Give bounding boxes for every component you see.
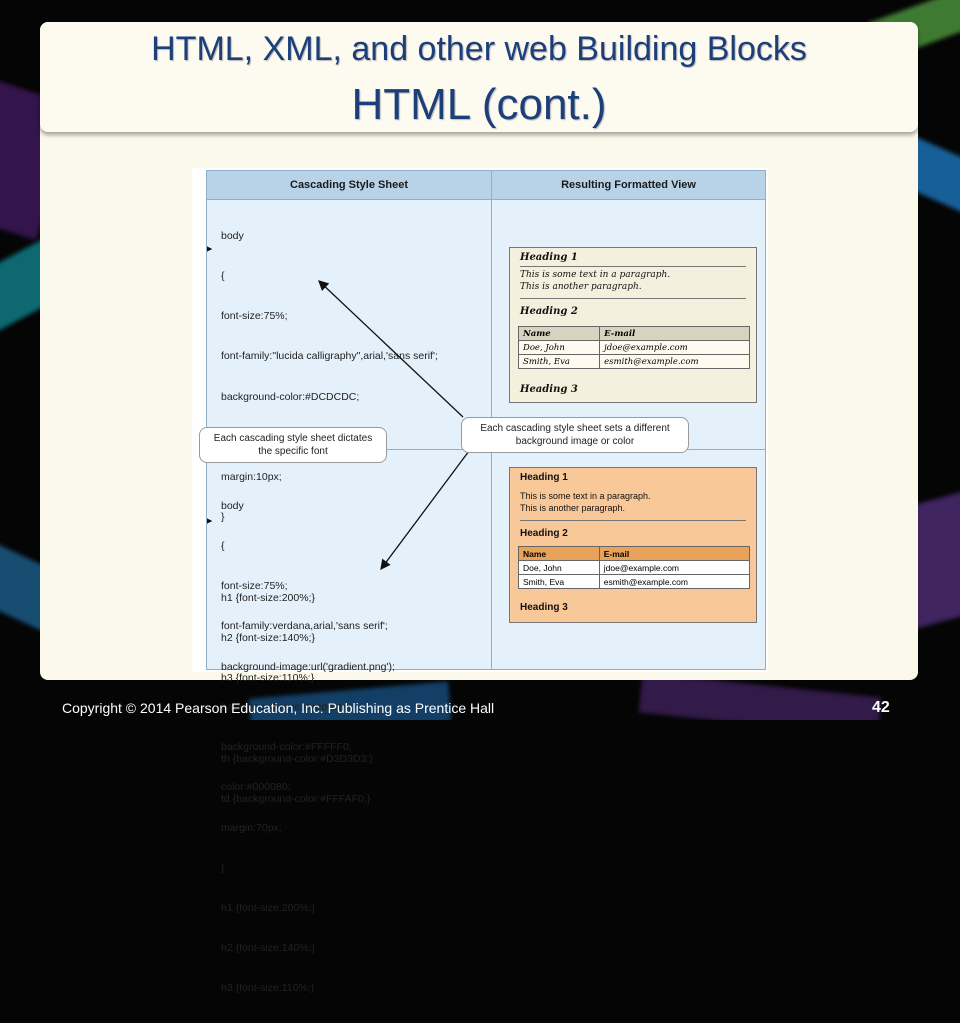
table-header-name: Name (518, 546, 600, 561)
callout-background: Each cascading style sheet sets a differ… (461, 417, 689, 453)
table-header-email: E-mail (599, 326, 750, 341)
code-line: } (221, 861, 225, 874)
title-box: HTML, XML, and other web Building Blocks… (40, 22, 918, 132)
callout-font: Each cascading style sheet dictates the … (199, 427, 387, 463)
page-number: 42 (872, 699, 890, 716)
view-heading-2: Heading 2 (520, 528, 568, 539)
view-paragraph-2: This is another paragraph. (520, 282, 642, 292)
code-line: body (221, 229, 244, 242)
code-line: h2 {font-size:140%;} (221, 632, 315, 644)
code-line: h1 {font-size:200%;} (221, 591, 315, 604)
code-line: background-color:#FFFFF0; (221, 741, 352, 754)
copyright-footer: Copyright © 2014 Pearson Education, Inc.… (62, 700, 495, 716)
slide-title: HTML, XML, and other web Building Blocks (151, 30, 807, 68)
formatted-view-1: Heading 1 This is some text in a paragra… (509, 247, 757, 403)
code-line: { (221, 270, 225, 283)
view-heading-3: Heading 3 (520, 602, 568, 613)
table-header-name: Name (517, 326, 601, 341)
formatted-view-2: Heading 1 This is some text in a paragra… (509, 467, 757, 623)
code-line: font-size:75%; (221, 580, 288, 593)
code-line: background-repeat:repeat-x; (221, 700, 354, 713)
figure-table: Cascading Style Sheet Resulting Formatte… (199, 170, 766, 994)
code-line: h3 {font-size:110%;} (221, 672, 315, 685)
code-line: color:#000080; (221, 781, 291, 794)
code-line: font-family:verdana,arial,'sans serif'; (221, 620, 388, 633)
code-line: } (221, 511, 225, 524)
code-line: background-color:#DCDCDC; (221, 390, 360, 403)
view-paragraph-1: This is some text in a paragraph. (520, 491, 651, 501)
code-line: font-family:"lucida calligraphy",arial,'… (221, 350, 438, 363)
slide-subtitle: HTML (cont.) (351, 80, 607, 129)
code-line: margin:70px; (221, 821, 282, 834)
view-paragraph-2: This is another paragraph. (520, 503, 626, 513)
code-line: background-image:url('gradient.png'); (221, 660, 395, 673)
header-view: Resulting Formatted View (561, 179, 696, 191)
header-css: Cascading Style Sheet (290, 179, 408, 191)
view-heading-1: Heading 1 (520, 252, 578, 263)
code-line: { (221, 540, 225, 553)
code-line: h1 {font-size:200%;} (221, 902, 315, 914)
code-line: margin:10px; (221, 471, 282, 484)
view-paragraph-1: This is some text in a paragraph. (520, 270, 671, 280)
view-heading-1: Heading 1 (520, 472, 568, 483)
code-line: h2 {font-size:140%;} (221, 942, 315, 955)
annotation-arrows (207, 243, 470, 571)
code-line: font-size:75%; (221, 310, 288, 323)
view-heading-3: Heading 3 (520, 384, 578, 395)
code-line: body (221, 499, 244, 512)
code-line: h3 {font-size:110%;} (221, 982, 315, 995)
figure-header-row: Cascading Style Sheet Resulting Formatte… (207, 171, 765, 200)
css-figure: Cascading Style Sheet Resulting Formatte… (192, 168, 768, 994)
view-heading-2: Heading 2 (520, 306, 578, 317)
